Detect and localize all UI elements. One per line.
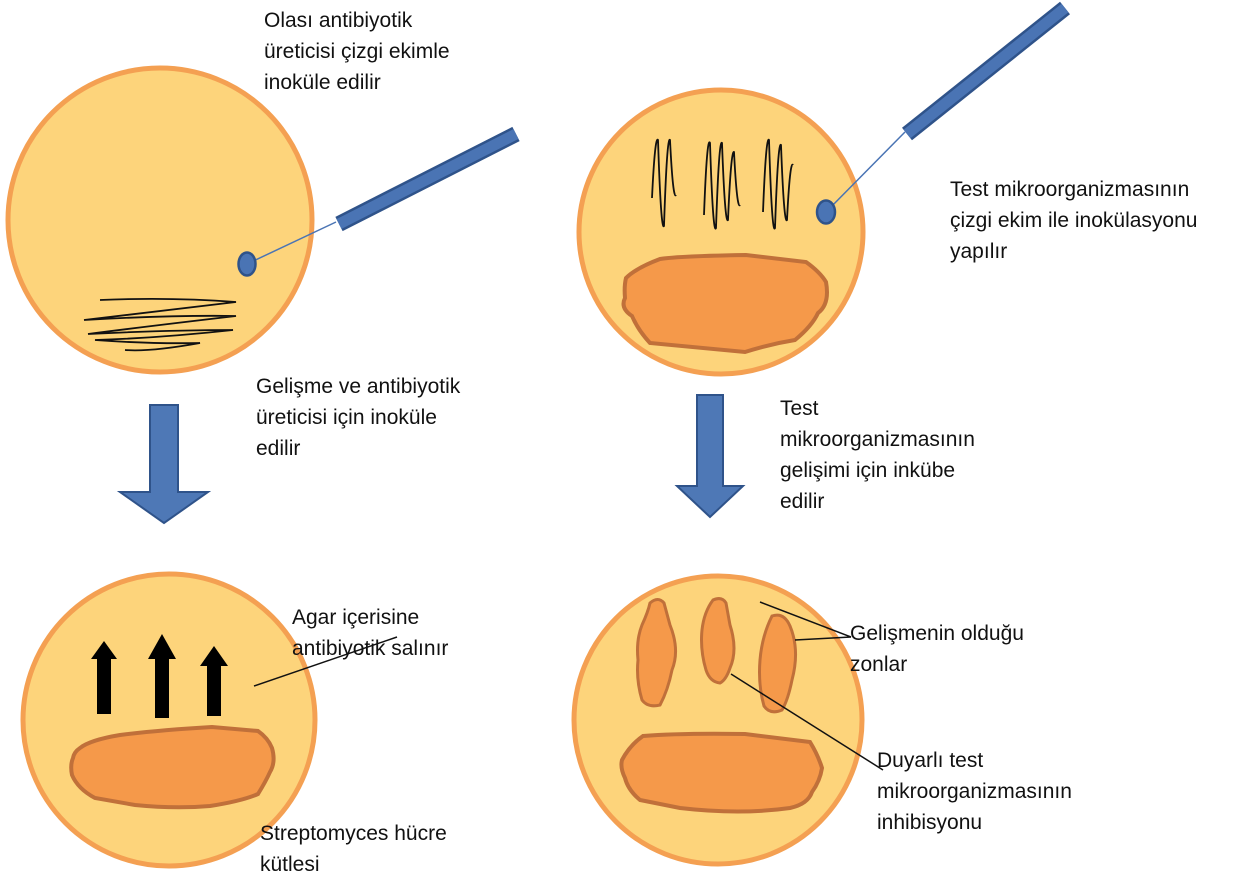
- label-line: zonlar: [850, 649, 1024, 680]
- streptomyces-colony: [624, 255, 827, 352]
- label-line: inoküle edilir: [264, 67, 450, 98]
- label-line: mikroorganizmasının: [877, 776, 1072, 807]
- label-line: Test mikroorganizmasının: [950, 174, 1197, 205]
- label-line: Duyarlı test: [877, 745, 1072, 776]
- label-line: üreticisi çizgi ekimle: [264, 36, 450, 67]
- loop-tip: [817, 201, 835, 224]
- loop-handle-fill: [339, 134, 516, 224]
- petri-dish: [8, 68, 312, 372]
- label-line: edilir: [780, 486, 975, 517]
- label-line: Agar içerisine: [292, 602, 448, 633]
- label-line: Gelişmenin olduğu: [850, 618, 1024, 649]
- loop-tip: [239, 253, 256, 276]
- label-line: Test: [780, 393, 975, 424]
- plate-4-inhibition-zones: [574, 576, 862, 864]
- label-line: yapılır: [950, 236, 1197, 267]
- plate-1-streaking-producer: [8, 68, 516, 372]
- label-line: üreticisi için inoküle: [256, 402, 460, 433]
- label-line: mikroorganizmasının: [780, 424, 975, 455]
- streptomyces-colony: [621, 734, 822, 812]
- label-line: antibiyotik salınır: [292, 633, 448, 664]
- label-line: Gelişme ve antibiyotik: [256, 371, 460, 402]
- label-line: Olası antibiyotik: [264, 5, 450, 36]
- process-arrow-left: [120, 405, 208, 523]
- label-line: kütlesi: [260, 849, 447, 880]
- process-arrow-right: [677, 395, 743, 517]
- label-line: edilir: [256, 433, 460, 464]
- label-line: gelişimi için inkübe: [780, 455, 975, 486]
- label-line: Streptomyces hücre: [260, 818, 447, 849]
- loop-handle-fill: [907, 8, 1065, 134]
- label-line: çizgi ekim ile inokülasyonu: [950, 205, 1197, 236]
- streptomyces-cell-mass: [71, 727, 273, 807]
- label-line: inhibisyonu: [877, 807, 1072, 838]
